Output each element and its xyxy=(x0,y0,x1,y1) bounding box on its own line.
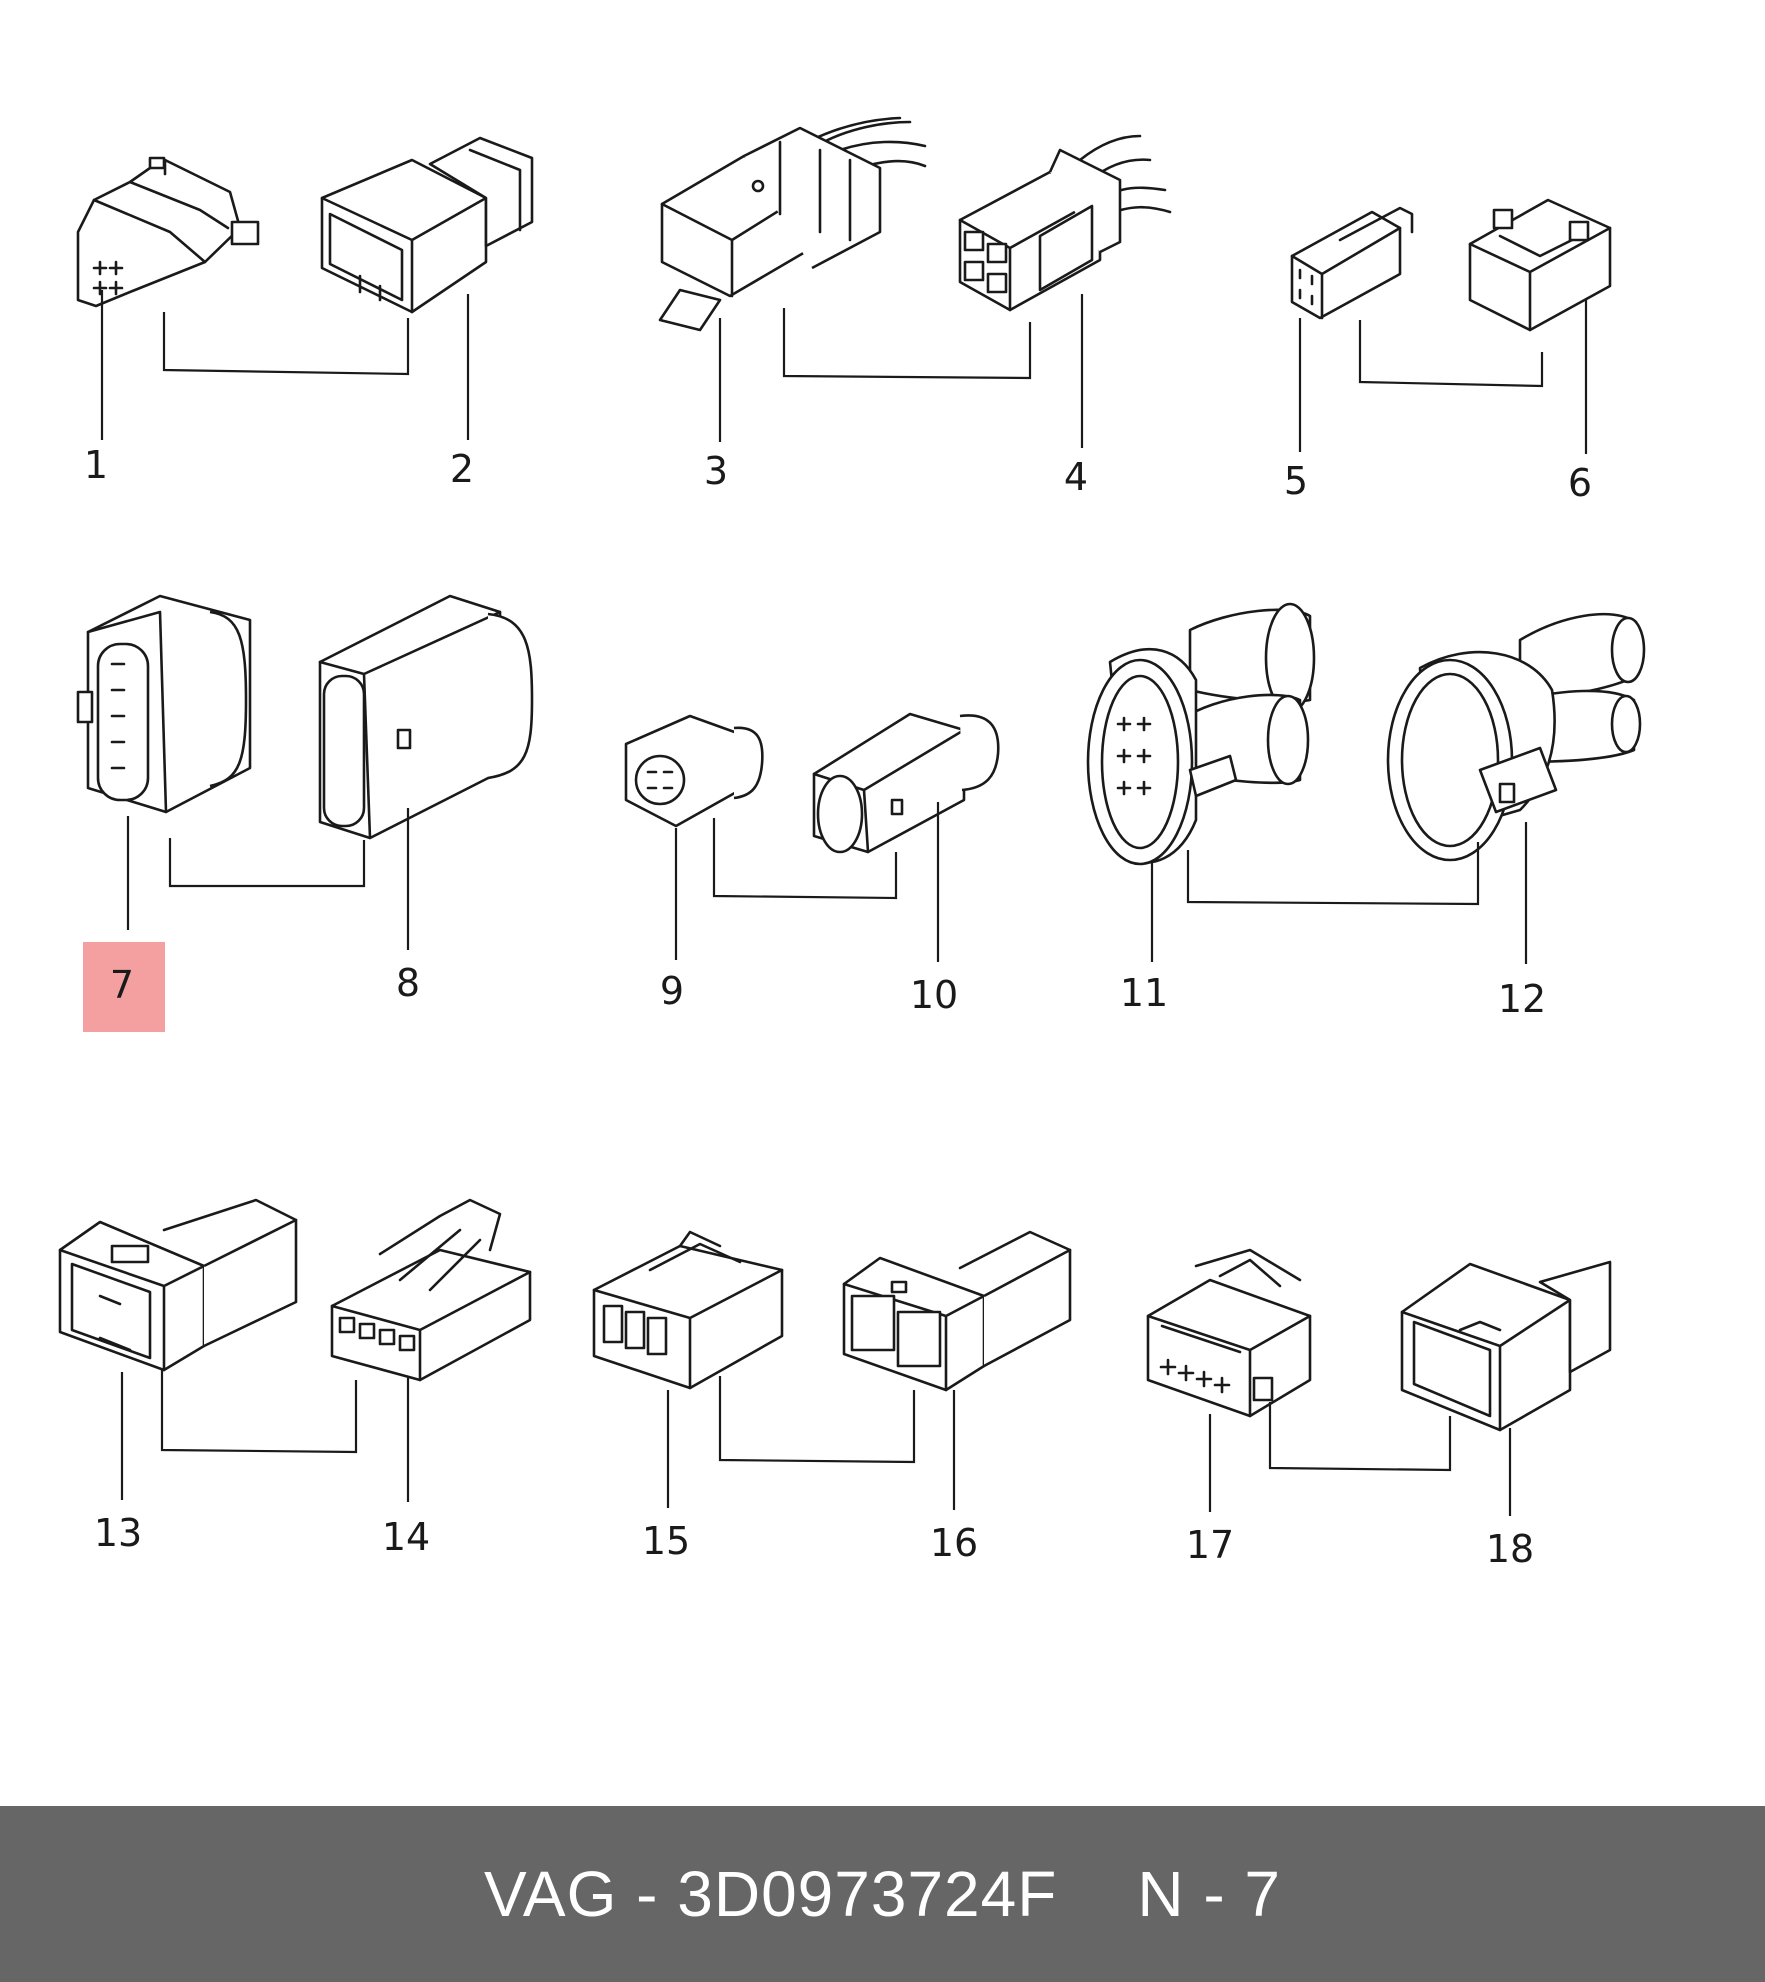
callout-18: 18 xyxy=(1486,1527,1534,1571)
connector-part-18 xyxy=(1400,1260,1612,1432)
callout-13: 13 xyxy=(94,1511,142,1555)
callout-12: 12 xyxy=(1498,977,1546,1021)
callout-15: 15 xyxy=(642,1519,690,1563)
connector-part-11 xyxy=(1086,602,1316,866)
callout-10: 10 xyxy=(910,973,958,1017)
part-number-label: VAG - 3D0973724F xyxy=(483,1858,1058,1930)
connector-part-8 xyxy=(318,594,534,840)
callout-5: 5 xyxy=(1284,459,1308,503)
connector-diagram: 1 2 3 4 5 6 7 8 9 10 11 12 13 14 15 16 1… xyxy=(58,116,1646,1571)
callout-16: 16 xyxy=(930,1521,978,1565)
connector-part-1 xyxy=(76,156,260,308)
callout-14: 14 xyxy=(382,1515,430,1559)
callout-3: 3 xyxy=(704,449,728,493)
connector-part-4 xyxy=(958,134,1172,312)
connector-part-12 xyxy=(1386,612,1646,862)
callout-1: 1 xyxy=(84,443,108,487)
position-label: N - 7 xyxy=(1137,1858,1282,1930)
connector-part-3 xyxy=(658,116,927,332)
connector-part-10 xyxy=(812,712,1000,854)
callout-2: 2 xyxy=(450,447,474,491)
connector-part-6 xyxy=(1468,198,1612,332)
callout-8: 8 xyxy=(396,961,420,1005)
connector-part-2 xyxy=(320,136,534,314)
callout-4: 4 xyxy=(1064,455,1088,499)
callout-7: 7 xyxy=(110,963,134,1007)
callout-6: 6 xyxy=(1568,461,1592,505)
leader-lines xyxy=(100,290,1588,1516)
connector-part-9 xyxy=(624,714,764,828)
connector-part-17 xyxy=(1146,1248,1312,1418)
connector-part-5 xyxy=(1290,206,1414,320)
highlight-box-callout-7 xyxy=(83,942,165,1032)
connector-part-14 xyxy=(330,1198,532,1382)
connector-part-7 xyxy=(76,594,252,814)
connector-part-15 xyxy=(592,1230,784,1390)
callout-17: 17 xyxy=(1186,1523,1234,1567)
connector-part-13 xyxy=(58,1198,298,1372)
connector-part-16 xyxy=(842,1230,1072,1392)
callout-11: 11 xyxy=(1120,971,1168,1015)
callout-9: 9 xyxy=(660,969,684,1013)
part-number-footer: VAG - 3D0973724F N - 7 xyxy=(0,1806,1765,1982)
callout-numbers: 1 2 3 4 5 6 7 8 9 10 11 12 13 14 15 16 1… xyxy=(84,443,1592,1571)
